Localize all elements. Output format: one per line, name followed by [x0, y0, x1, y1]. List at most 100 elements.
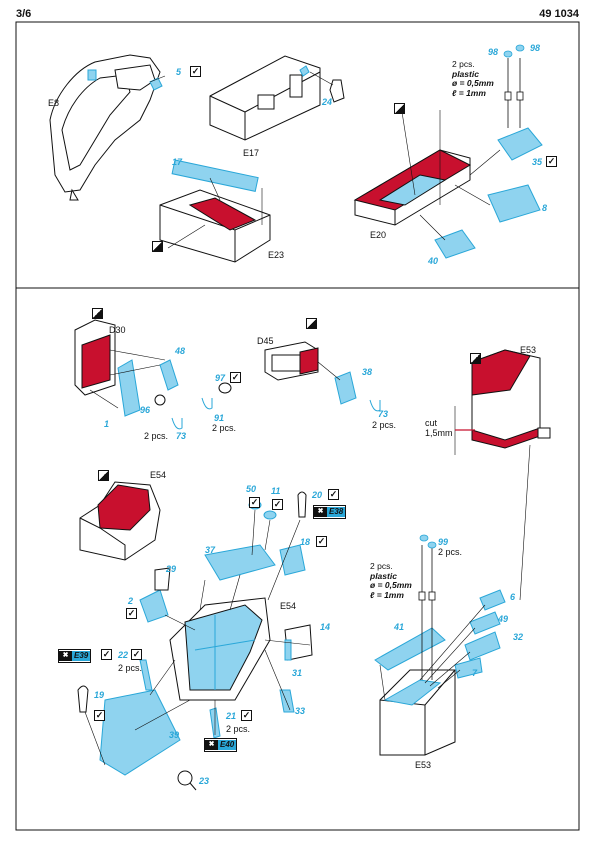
checkmark-icon: ✓: [272, 499, 283, 510]
label-e20: E20: [370, 230, 387, 240]
part-number-91: 91: [214, 413, 225, 423]
part-number-99: 99: [438, 537, 449, 547]
etch-part-39: [99, 689, 181, 776]
part-d30: [74, 319, 116, 396]
part-number-7: 7: [472, 668, 478, 678]
part-number-20: 20: [312, 490, 323, 500]
sand-icon: [537, 427, 551, 439]
etch-part-11: [263, 510, 277, 520]
part-number-24: 24: [322, 97, 333, 107]
part-98-rods: [503, 44, 525, 128]
qty-label: 2 pcs.: [226, 724, 251, 734]
part-number-22: 22: [118, 650, 129, 660]
etch-part-2: [139, 589, 169, 623]
etch-part-24: [329, 79, 345, 103]
part-99-rods: [418, 534, 437, 680]
etch-part-41: [374, 627, 446, 671]
ref-tag-e38: ✖E38: [313, 505, 347, 519]
part-number-8: 8: [542, 203, 548, 213]
part-number-73: 73: [378, 409, 389, 419]
etch-part-18: [279, 544, 306, 576]
etch-part-96: [154, 394, 166, 406]
part-number-14: 14: [320, 622, 331, 632]
part-number-23: 23: [199, 776, 210, 786]
etch-part-73b: [369, 399, 381, 412]
cut-size-label: 1,5mm: [425, 428, 453, 438]
paint-key-icon: [470, 353, 481, 364]
part-number-6: 6: [510, 592, 516, 602]
checkmark-icon: ✓: [241, 710, 252, 721]
part-number-18: 18: [300, 537, 311, 547]
label-d30: D30: [109, 325, 126, 335]
page-frame: [15, 21, 580, 831]
paint-key-icon: [306, 318, 317, 329]
part-number-39: 39: [169, 730, 180, 740]
part-number-5: 5: [176, 67, 182, 77]
ref-tag-e40: ✖E40: [204, 738, 238, 752]
etch-part-19: [77, 685, 89, 713]
checkmark-icon: ✓: [101, 649, 112, 660]
etch-part-33: [279, 689, 295, 713]
part-e53-top: [471, 349, 541, 449]
part-number-21: 21: [226, 711, 237, 721]
etch-part-73a: [171, 417, 183, 430]
page-number: 3/6: [16, 8, 32, 20]
paint-key-icon: [92, 308, 103, 319]
checkmark-icon: ✓: [546, 156, 557, 167]
part-number-48: 48: [175, 346, 186, 356]
checkmark-icon: ✓: [190, 66, 201, 77]
part-number-50: 50: [246, 484, 257, 494]
checkmark-icon: ✓: [316, 536, 327, 547]
etch-part-20: [297, 491, 307, 518]
label-e17: E17: [243, 148, 260, 158]
label-e53-top: E53: [520, 345, 537, 355]
part-number-98: 98: [488, 47, 499, 57]
etch-part-97: [218, 382, 232, 394]
plastic-rod-note: 2 pcs. plastic ø = 0,5mm ℓ = 1mm: [452, 59, 494, 98]
etch-part-48: [159, 359, 179, 391]
part-number-98: 98: [530, 43, 541, 53]
painted-e23: [188, 197, 257, 231]
part-number-40: 40: [428, 256, 439, 266]
etch-part-22: [139, 659, 153, 691]
part-number-73: 73: [176, 431, 187, 441]
part-number-1: 1: [104, 419, 110, 429]
paint-key-icon: [152, 241, 163, 252]
part-e54-main: [169, 597, 271, 701]
etch-e8: [87, 69, 97, 81]
part-number-31: 31: [292, 668, 303, 678]
part-number-37: 37: [205, 545, 216, 555]
etch-part-8: [487, 184, 541, 223]
part-number-49: 49: [498, 614, 509, 624]
part-number-41: 41: [394, 622, 405, 632]
checkmark-icon: ✓: [131, 649, 142, 660]
checkmark-icon: ✓: [328, 489, 339, 500]
paint-key-icon: [394, 103, 405, 114]
label-e8: E8: [48, 98, 60, 108]
etch-part-49: [469, 611, 501, 635]
part-number-33: 33: [295, 706, 306, 716]
etch-part-7: [454, 657, 483, 679]
part-number-2: 2: [128, 596, 134, 606]
part-number-38: 38: [362, 367, 373, 377]
qty-label: 2 pcs.: [144, 431, 169, 441]
product-code: 49 1034: [539, 8, 579, 20]
qty-label: 2 pcs.: [438, 547, 463, 557]
etch-part-6: [479, 589, 506, 611]
part-e20: [353, 149, 472, 226]
etch-part-40: [434, 229, 476, 259]
part-number-17: 17: [172, 157, 183, 167]
part-e8: [49, 54, 161, 201]
checkmark-icon: ✓: [126, 608, 137, 619]
part-d45: [264, 341, 319, 381]
part-number-97: 97: [215, 373, 226, 383]
qty-label: 2 pcs.: [212, 423, 237, 433]
part-e17: [209, 55, 321, 141]
part-e54-top: [79, 481, 161, 561]
paint-key-icon: [98, 470, 109, 481]
etch-part-35: [497, 127, 543, 161]
part-number-96: 96: [140, 405, 151, 415]
part-number-19: 19: [94, 690, 105, 700]
qty-label: 2 pcs.: [372, 420, 397, 430]
